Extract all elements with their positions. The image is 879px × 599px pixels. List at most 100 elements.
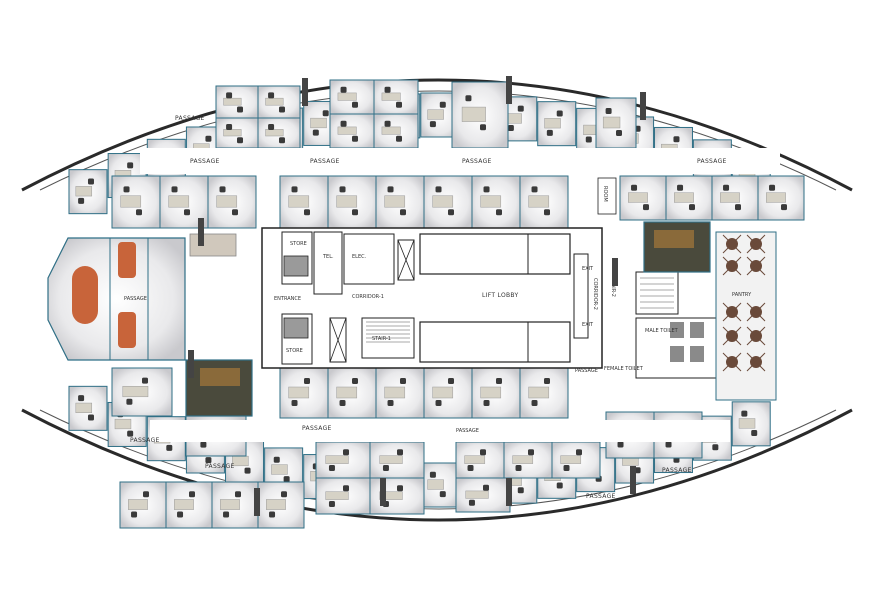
desk — [216, 195, 238, 208]
lift-bank-south — [419, 321, 571, 363]
chair — [219, 186, 226, 193]
chair — [769, 184, 776, 191]
chair — [343, 485, 349, 492]
column — [630, 466, 636, 494]
desk — [461, 106, 486, 122]
column — [506, 478, 512, 506]
stair-2 — [635, 271, 679, 315]
pantry-chair — [722, 302, 742, 322]
column — [198, 218, 204, 246]
chair — [226, 124, 233, 130]
lift-lobby-label: LIFT LOBBY — [482, 292, 518, 299]
chair — [439, 491, 446, 498]
chair — [751, 429, 758, 436]
shaft-north — [397, 239, 415, 281]
chair — [382, 465, 389, 472]
desk — [122, 385, 149, 398]
chair — [496, 378, 502, 384]
meeting-table-small-2 — [118, 312, 136, 348]
chair — [343, 449, 349, 456]
chair — [177, 511, 184, 518]
chair — [352, 209, 358, 216]
passage-label-10: PASSAGE — [575, 368, 598, 374]
desk — [432, 386, 454, 399]
pantry-label: PANTRY — [732, 292, 752, 298]
stair-1-treads — [366, 321, 410, 343]
chair — [269, 511, 276, 518]
chair — [87, 178, 94, 185]
passage-label-8: PASSAGE — [302, 425, 332, 432]
chair — [126, 398, 133, 405]
chair — [166, 444, 173, 451]
chair — [279, 106, 285, 113]
pantry-tables — [722, 234, 766, 372]
chair — [232, 209, 238, 216]
passage-label-9: PASSAGE — [456, 428, 479, 434]
chair — [127, 430, 134, 437]
chair — [741, 410, 748, 417]
meeting-wing: PASSAGE — [47, 237, 186, 361]
chair — [480, 449, 486, 456]
chair — [723, 184, 730, 191]
desk — [336, 386, 358, 399]
passage-labels: PASSAGE PASSAGE PASSAGE PASSAGE PASSAGE … — [130, 115, 726, 500]
chair — [396, 101, 402, 108]
chair — [631, 184, 638, 191]
column — [612, 258, 618, 286]
female-toilet-label: FEMALE TOILET — [604, 366, 644, 372]
chair — [507, 125, 514, 132]
chair — [352, 101, 358, 108]
column — [254, 488, 260, 516]
outer-wall-top — [21, 78, 853, 192]
chair — [281, 491, 287, 498]
column — [380, 478, 386, 506]
chair — [528, 449, 534, 456]
chair — [544, 378, 550, 384]
chair — [439, 101, 446, 108]
desk — [288, 386, 310, 399]
passage-label-4: PASSAGE — [462, 158, 492, 165]
chair — [189, 491, 195, 498]
outer-wall-bottom — [21, 408, 853, 522]
chair — [304, 378, 310, 384]
chair — [340, 86, 347, 93]
chair — [352, 135, 358, 142]
desk — [266, 499, 286, 510]
chair — [384, 86, 391, 93]
chair — [78, 395, 85, 402]
chair — [397, 449, 403, 456]
chair — [429, 471, 436, 478]
chair — [352, 378, 358, 384]
chair — [322, 110, 329, 117]
chair — [200, 441, 207, 448]
chair — [689, 204, 695, 211]
chair — [384, 120, 391, 127]
chair — [781, 204, 787, 211]
chair — [184, 209, 190, 216]
desk — [528, 386, 550, 399]
chair — [563, 465, 570, 472]
passage-label-7: PASSAGE — [205, 463, 235, 470]
chair — [531, 186, 538, 193]
passage-bottom — [150, 420, 730, 442]
meeting-table-small-1 — [118, 242, 136, 278]
desk — [336, 195, 358, 208]
lift-bank-north — [419, 233, 571, 275]
chair — [143, 491, 149, 498]
chair — [237, 137, 243, 144]
chair — [544, 209, 550, 216]
desk — [512, 455, 534, 464]
chair — [517, 105, 524, 112]
store-south-label: STORE — [286, 348, 303, 354]
desk — [75, 402, 93, 413]
desk — [464, 455, 486, 464]
desk — [271, 464, 288, 475]
chair — [397, 485, 403, 492]
desk — [432, 195, 454, 208]
chair — [205, 135, 212, 142]
chair — [123, 186, 130, 193]
chair — [205, 457, 212, 464]
desk — [120, 195, 142, 208]
office-cell — [519, 175, 569, 229]
